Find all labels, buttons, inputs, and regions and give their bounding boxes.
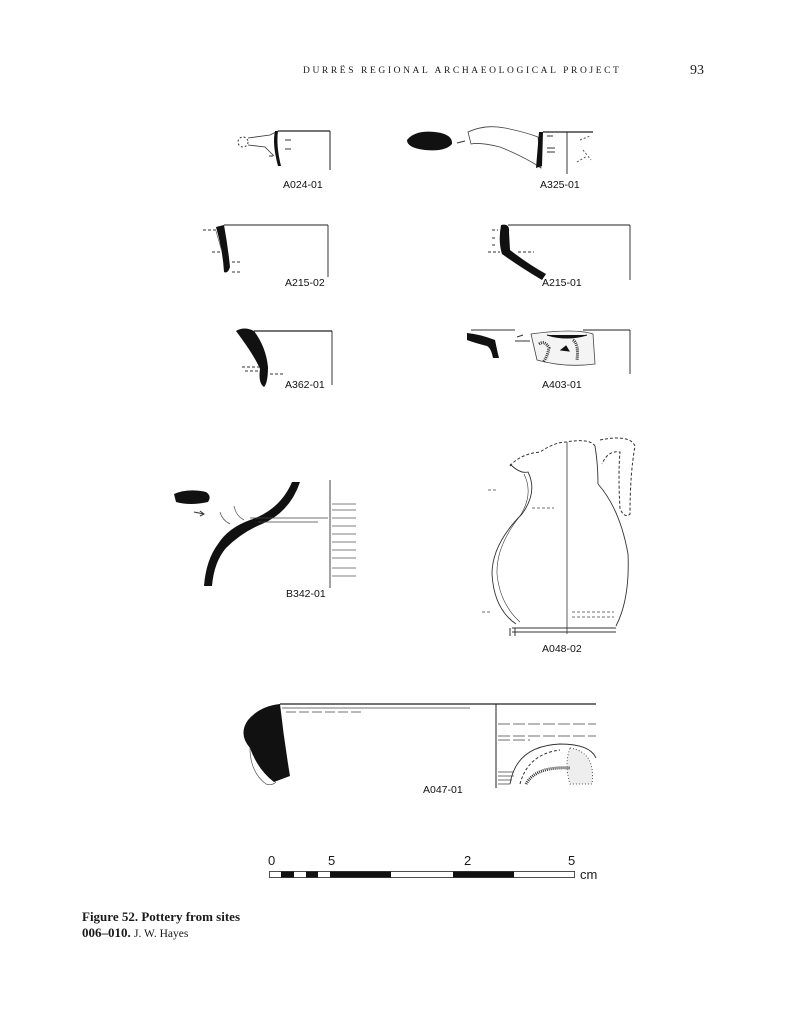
figure-label-b342-01: B342-01 [286, 588, 326, 600]
pottery-drawing-a403-01 [467, 329, 631, 374]
figure-label-a048-02: A048-02 [542, 643, 582, 655]
figure-label-a403-01: A403-01 [542, 379, 582, 391]
page-number: 93 [690, 63, 704, 78]
pottery-drawing-b342-01 [174, 480, 356, 588]
pottery-drawing-a215-01 [488, 224, 631, 280]
caption-title-line2: 006–010. [82, 925, 131, 940]
figure-label-a024-01: A024-01 [283, 179, 323, 191]
scale-bar-graphic [269, 871, 575, 878]
pottery-drawing-a047-01 [243, 703, 597, 788]
figure-label-a047-01: A047-01 [423, 784, 463, 796]
scale-tick-label-3: 5 [568, 853, 576, 868]
pottery-drawing-a048-02 [482, 437, 636, 636]
scale-tick-label-0: 0 [268, 853, 276, 868]
caption-author: J. W. Hayes [134, 928, 189, 940]
figure-label-a215-01: A215-01 [542, 277, 582, 289]
figure-caption: Figure 52. Pottery from sites 006–010. J… [82, 909, 240, 942]
scale-tick-label-1: 5 [328, 853, 336, 868]
pottery-drawing-a024-01 [237, 130, 331, 170]
running-title: Durrës Regional Archaeological Project [303, 66, 622, 76]
figure-label-a362-01: A362-01 [285, 379, 325, 391]
pottery-drawing-a325-01 [407, 126, 593, 174]
scale-unit: cm [580, 867, 598, 882]
caption-title: Figure 52. Pottery from sites [82, 909, 240, 924]
scale-tick-label-2: 2 [464, 853, 472, 868]
pottery-drawing-a215-02 [203, 224, 329, 277]
figure-label-a215-02: A215-02 [285, 277, 325, 289]
pottery-drawing-a362-01 [236, 328, 333, 387]
figure-label-a325-01: A325-01 [540, 179, 580, 191]
